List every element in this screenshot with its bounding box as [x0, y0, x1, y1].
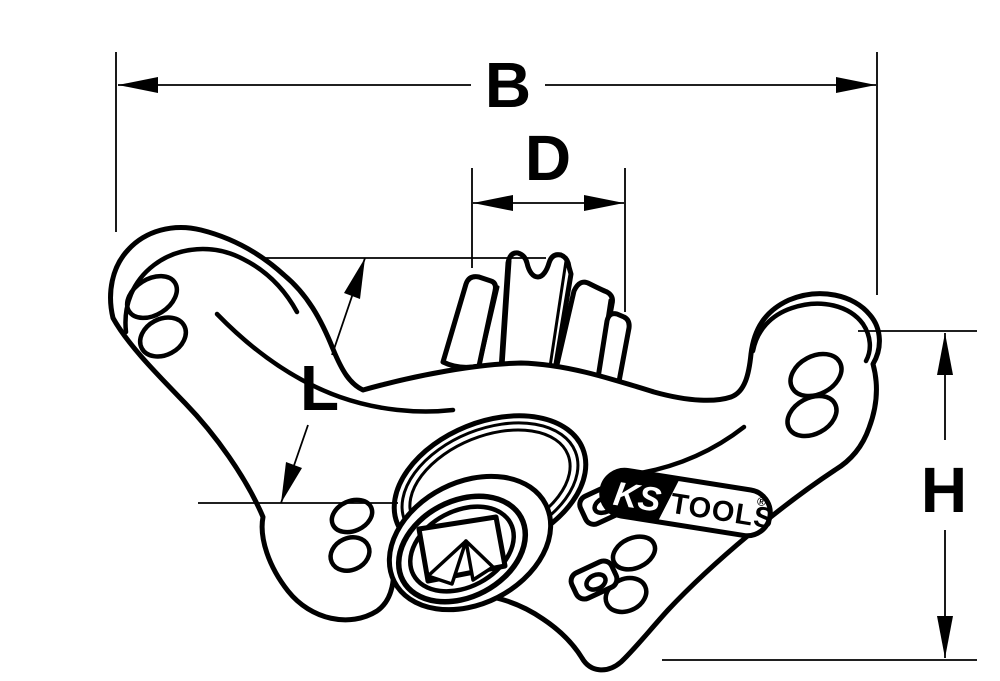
left-ear-hole-upper	[124, 273, 180, 321]
dim-label-l: L	[300, 352, 339, 424]
logo-ks-text: KS	[611, 475, 664, 520]
dim-b-arrowhead-left	[118, 77, 158, 93]
right-arm-fold-line	[638, 424, 747, 476]
dim-label-d: D	[525, 122, 571, 194]
right-ear-inner-line	[750, 301, 873, 364]
pulley-groove-line-2	[501, 259, 512, 368]
dim-h-arrowhead-down	[937, 616, 953, 658]
bolt-holes	[124, 273, 844, 615]
right-ear-hole-lower	[785, 393, 839, 439]
pulley-groove-line-3	[546, 259, 568, 382]
left-ear-hole-lower	[137, 315, 189, 359]
right-ear-hole-upper	[788, 351, 844, 399]
dim-h-arrowhead-up	[937, 333, 953, 375]
logo-registered-mark: ®	[756, 494, 767, 509]
dimension-annotations: B D L H	[115, 49, 977, 661]
dim-label-h: H	[921, 454, 967, 526]
dim-d-arrowhead-left	[473, 195, 513, 211]
dim-label-b: B	[485, 49, 531, 121]
lower-right-hole-upper	[610, 534, 658, 572]
lower-right-hole-lower	[603, 575, 649, 615]
left-arm-fold-line	[214, 311, 456, 414]
dim-b-arrowhead-right	[836, 77, 876, 93]
lower-left-hole-lower	[328, 535, 372, 573]
square-drive-chamfer-left	[426, 539, 468, 586]
dim-l-arrowhead-upper	[344, 258, 365, 299]
socket-face-rim	[408, 504, 516, 594]
logo-black-cap	[601, 470, 680, 522]
snap-ring-ear-lower	[568, 558, 620, 602]
snap-ring-ear-hole-lower	[584, 572, 608, 592]
square-drive-chamfer-right	[464, 539, 495, 582]
dim-l-arrowhead-lower	[281, 462, 302, 503]
dim-d-arrowhead-right	[584, 195, 624, 211]
hub-assembly	[386, 413, 631, 613]
pulley-left-block	[440, 274, 498, 370]
kstools-logo: KS TOOLS ®	[599, 467, 776, 539]
pulley-groove-line-1	[478, 285, 500, 366]
